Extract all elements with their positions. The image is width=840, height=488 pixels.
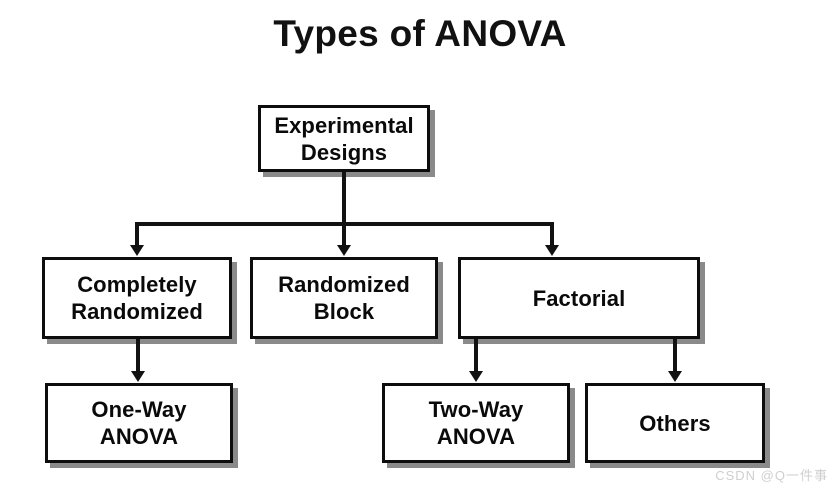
node-one-way-anova-label: One-Way ANOVA (91, 397, 187, 449)
node-factorial[interactable]: Factorial (458, 257, 700, 339)
connector-drop-completely-randomized (135, 222, 139, 249)
arrowhead-one-way-anova (131, 371, 145, 382)
arrowhead-factorial (545, 245, 559, 256)
connector-stem-root (342, 172, 346, 224)
connector-drop-randomized-block (342, 222, 346, 249)
node-two-way-anova[interactable]: Two-Way ANOVA (382, 383, 570, 463)
node-completely-randomized[interactable]: Completely Randomized (42, 257, 232, 339)
arrowhead-completely-randomized (130, 245, 144, 256)
node-randomized-block-label: Randomized Block (278, 272, 410, 324)
node-completely-randomized-label: Completely Randomized (71, 272, 203, 324)
node-others-label: Others (639, 410, 711, 436)
watermark: CSDN @Q一件事 (715, 468, 828, 483)
arrowhead-two-way-anova (469, 371, 483, 382)
connector-drop-factorial (550, 222, 554, 249)
node-two-way-anova-label: Two-Way ANOVA (428, 397, 524, 449)
node-others[interactable]: Others (585, 383, 765, 463)
connector-drop-others (673, 339, 677, 375)
connector-drop-two-way-anova (474, 339, 478, 375)
arrowhead-others (668, 371, 682, 382)
connector-drop-one-way-anova (136, 339, 140, 375)
node-one-way-anova[interactable]: One-Way ANOVA (45, 383, 233, 463)
node-randomized-block[interactable]: Randomized Block (250, 257, 438, 339)
node-experimental-designs[interactable]: Experimental Designs (258, 105, 430, 172)
arrowhead-randomized-block (337, 245, 351, 256)
node-experimental-designs-label: Experimental Designs (274, 112, 414, 165)
node-factorial-label: Factorial (532, 285, 626, 311)
page-title: Types of ANOVA (273, 13, 567, 54)
